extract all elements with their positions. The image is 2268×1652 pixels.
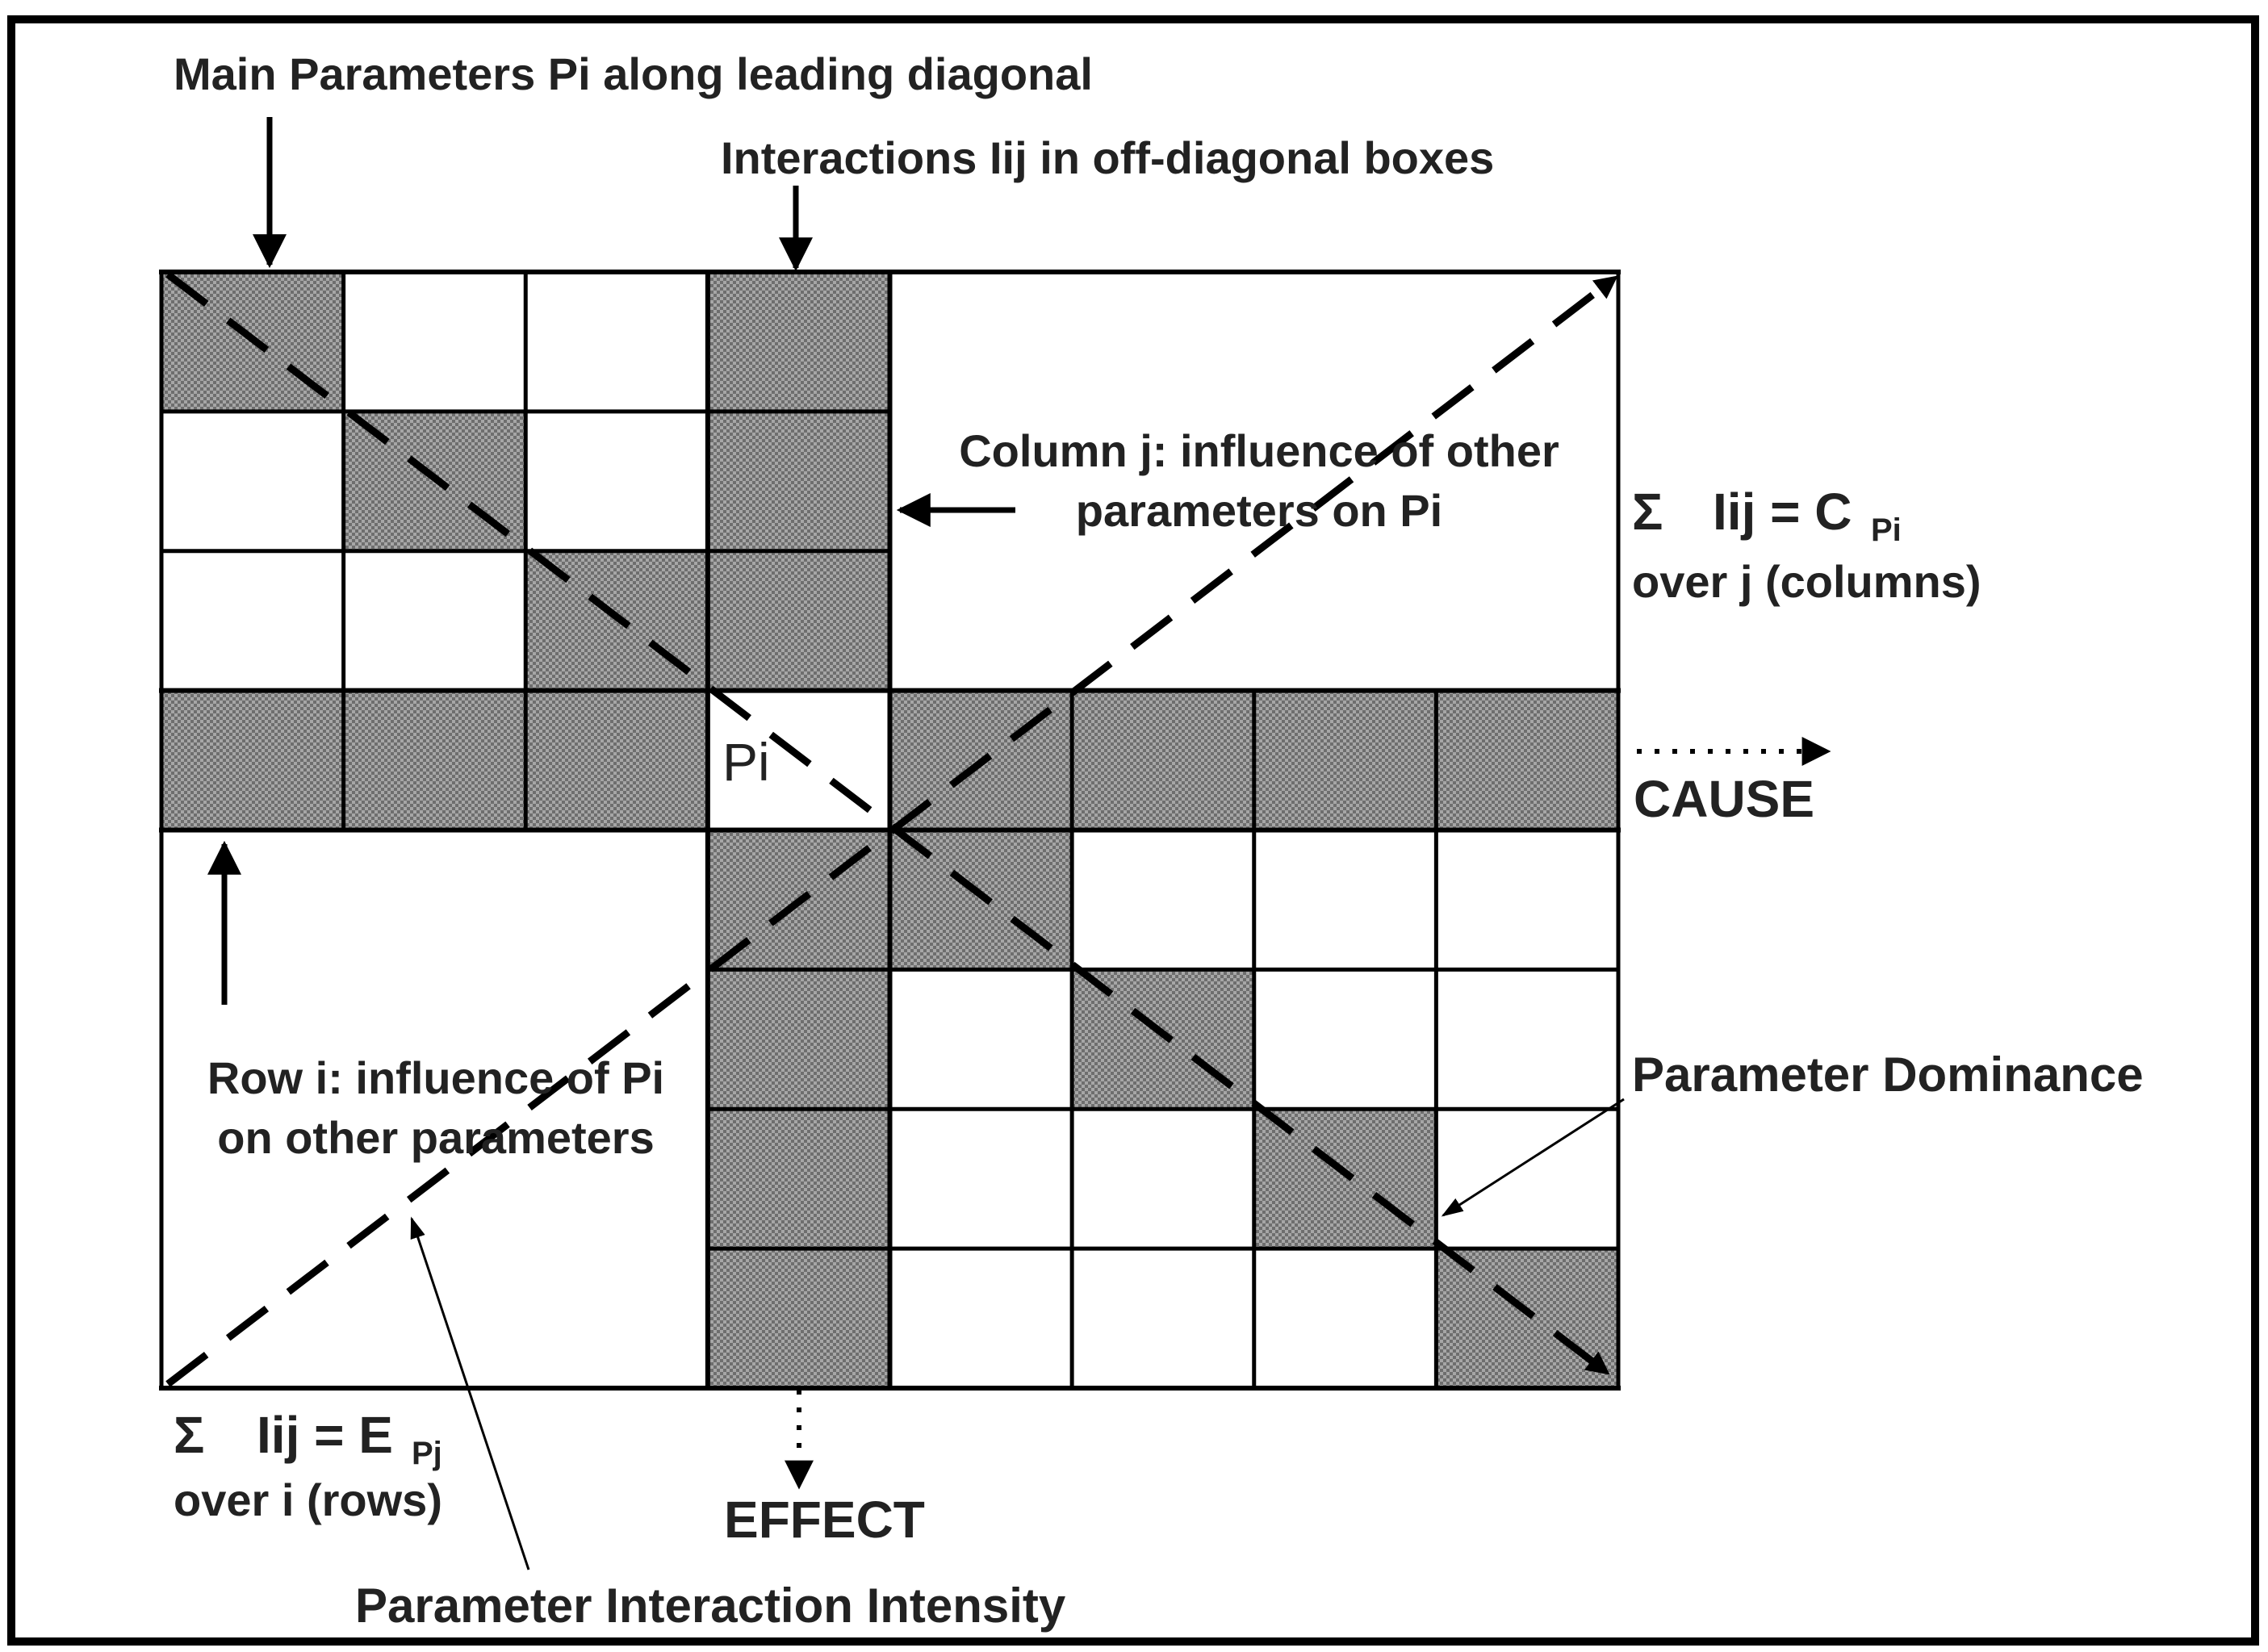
sum-e-sigma: Σ bbox=[174, 1406, 204, 1464]
matrix-cell bbox=[161, 411, 344, 551]
intensity-label: Parameter Interaction Intensity bbox=[355, 1579, 1066, 1633]
matrix-cells bbox=[161, 272, 1618, 1388]
matrix-cell bbox=[525, 272, 708, 412]
sum-e-expression: Iij = E bbox=[257, 1406, 393, 1464]
matrix-cell bbox=[1253, 830, 1437, 970]
matrix-cell bbox=[889, 969, 1073, 1110]
matrix-cell bbox=[343, 969, 526, 1110]
matrix-cell bbox=[525, 1248, 708, 1388]
sum-c-over: over j (columns) bbox=[1632, 556, 1981, 607]
matrix-cell bbox=[1436, 550, 1618, 691]
matrix-cell bbox=[1436, 969, 1618, 1110]
column-j-label-line2: parameters on Pi bbox=[1076, 485, 1442, 536]
dominance-arrow bbox=[1441, 1098, 1625, 1217]
matrix-cell bbox=[1072, 830, 1254, 970]
interactions-label: Interactions Iij in off-diagonal boxes bbox=[721, 132, 1494, 183]
interaction-cell bbox=[707, 272, 890, 412]
dominance-label: Parameter Dominance bbox=[1632, 1048, 2144, 1102]
effect-label: EFFECT bbox=[724, 1491, 925, 1549]
matrix-cell bbox=[1072, 411, 1254, 551]
interaction-cell bbox=[707, 969, 890, 1110]
matrix-cell bbox=[889, 1248, 1073, 1388]
matrix-cell bbox=[1436, 830, 1618, 970]
interaction-cell bbox=[707, 411, 890, 551]
matrix-cell bbox=[161, 830, 344, 970]
interaction-cell bbox=[707, 550, 890, 691]
matrix-cell bbox=[1253, 1248, 1437, 1388]
matrix-cell bbox=[525, 830, 708, 970]
matrix-cell bbox=[343, 830, 526, 970]
interaction-cell bbox=[707, 1109, 890, 1249]
matrix-grid bbox=[159, 270, 1621, 1391]
sum-c-subscript: Pi bbox=[1871, 512, 1902, 548]
matrix-cell bbox=[343, 1248, 526, 1388]
interaction-cell bbox=[343, 690, 526, 830]
matrix-cell bbox=[161, 550, 344, 691]
cause-label: CAUSE bbox=[1634, 770, 1814, 828]
sum-c-expression: Iij = C bbox=[1713, 483, 1852, 541]
matrix-cell bbox=[1072, 272, 1254, 412]
matrix-cell bbox=[161, 969, 344, 1110]
interaction-cell bbox=[525, 690, 708, 830]
row-i-label-line2: on other parameters bbox=[217, 1112, 655, 1163]
matrix-cell bbox=[1436, 1109, 1618, 1249]
matrix-cell bbox=[889, 272, 1073, 412]
pi-cell-label: Pi bbox=[722, 732, 770, 792]
interaction-cell bbox=[161, 690, 344, 830]
diagonal-parameter-cell bbox=[1436, 1248, 1618, 1388]
matrix-cell bbox=[1436, 411, 1618, 551]
column-j-label-line1: Column j: influence of other bbox=[959, 425, 1559, 476]
matrix-cell bbox=[343, 550, 526, 691]
sum-e-over: over i (rows) bbox=[174, 1474, 442, 1525]
row-i-label-line1: Row i: influence of Pi bbox=[207, 1052, 664, 1103]
matrix-cell bbox=[889, 550, 1073, 691]
interaction-cell bbox=[1436, 690, 1618, 830]
matrix-cell bbox=[161, 1109, 344, 1249]
interaction-cell bbox=[707, 1248, 890, 1388]
diagonal-parameter-cell bbox=[1072, 969, 1254, 1110]
matrix-cell bbox=[1253, 272, 1437, 412]
matrix-cell bbox=[1253, 550, 1437, 691]
matrix-cell bbox=[525, 411, 708, 551]
matrix-cell bbox=[1253, 969, 1437, 1110]
matrix-cell bbox=[889, 411, 1073, 551]
main-parameters-label: Main Parameters Pi along leading diagona… bbox=[174, 48, 1093, 99]
diagonal-parameter-cell bbox=[1253, 1109, 1437, 1249]
matrix-cell bbox=[889, 1109, 1073, 1249]
interaction-cell bbox=[1253, 690, 1437, 830]
sum-c-sigma: Σ bbox=[1632, 483, 1663, 541]
diagonal-parameter-cell bbox=[889, 830, 1073, 970]
matrix-cell bbox=[525, 1109, 708, 1249]
matrix-cell bbox=[343, 272, 526, 412]
sum-e-subscript: Pj bbox=[412, 1436, 442, 1471]
matrix-cell bbox=[1072, 1248, 1254, 1388]
matrix-cell bbox=[1072, 1109, 1254, 1249]
interaction-cell bbox=[1072, 690, 1254, 830]
intensity-arrow bbox=[410, 1216, 530, 1570]
